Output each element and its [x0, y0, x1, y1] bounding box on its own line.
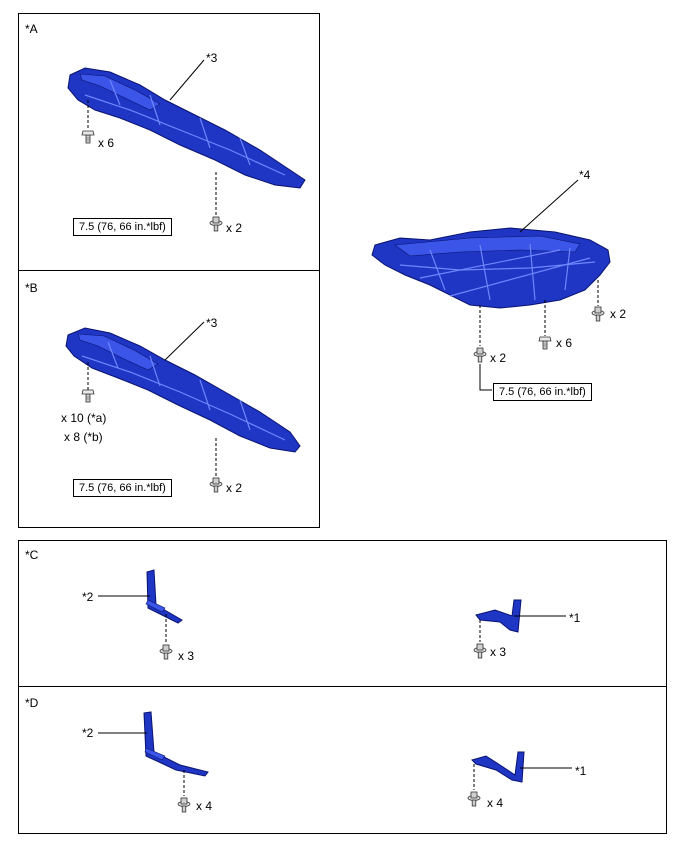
part-label-1-c: *1 — [569, 611, 581, 625]
panel-d — [18, 686, 667, 834]
undercover-part-3-b — [65, 327, 301, 453]
part-label-1-d: *1 — [575, 764, 587, 778]
bracket-part-2-d — [143, 711, 209, 777]
bolt-qty-a-bottom: x 2 — [226, 221, 243, 235]
panel-d-label: *D — [25, 696, 39, 710]
part-label-2-d: *2 — [82, 726, 94, 740]
panel-a-label: *A — [25, 22, 38, 36]
bolt-qty-c-right: x 3 — [490, 645, 507, 659]
torque-spec-b: 7.5 (76, 66 in.*lbf) — [73, 479, 172, 497]
bolt-qty-right-c: x 2 — [490, 351, 507, 365]
undercover-part-3-a — [67, 67, 306, 189]
part-label-2-c: *2 — [82, 590, 94, 604]
torque-spec-right: 7.5 (76, 66 in.*lbf) — [493, 383, 592, 401]
bolt-qty-right-b: x 6 — [556, 336, 573, 350]
part-label-4: *4 — [579, 168, 591, 182]
bolt-qty-b-bottom: x 2 — [226, 481, 243, 495]
bracket-part-1-d — [471, 751, 525, 783]
bolt-qty-b-left-1: x 10 (*a) — [61, 411, 107, 425]
panel-b-label: *B — [25, 281, 38, 295]
part-label-3-b: *3 — [206, 316, 218, 330]
bolt-qty-d-left: x 4 — [196, 799, 213, 813]
torque-spec-a: 7.5 (76, 66 in.*lbf) — [73, 218, 172, 236]
bolt-qty-c-left: x 3 — [178, 649, 195, 663]
bolt-qty-d-right: x 4 — [487, 796, 504, 810]
bolt-qty-b-left-2: x 8 (*b) — [64, 430, 103, 444]
undercover-part-4 — [371, 227, 611, 309]
part-label-3-a: *3 — [206, 51, 218, 65]
bolt-qty-a-top: x 6 — [98, 136, 115, 150]
panel-c-label: *C — [25, 548, 39, 562]
bracket-part-2-c — [145, 569, 183, 624]
bolt-qty-right-a: x 2 — [610, 307, 627, 321]
